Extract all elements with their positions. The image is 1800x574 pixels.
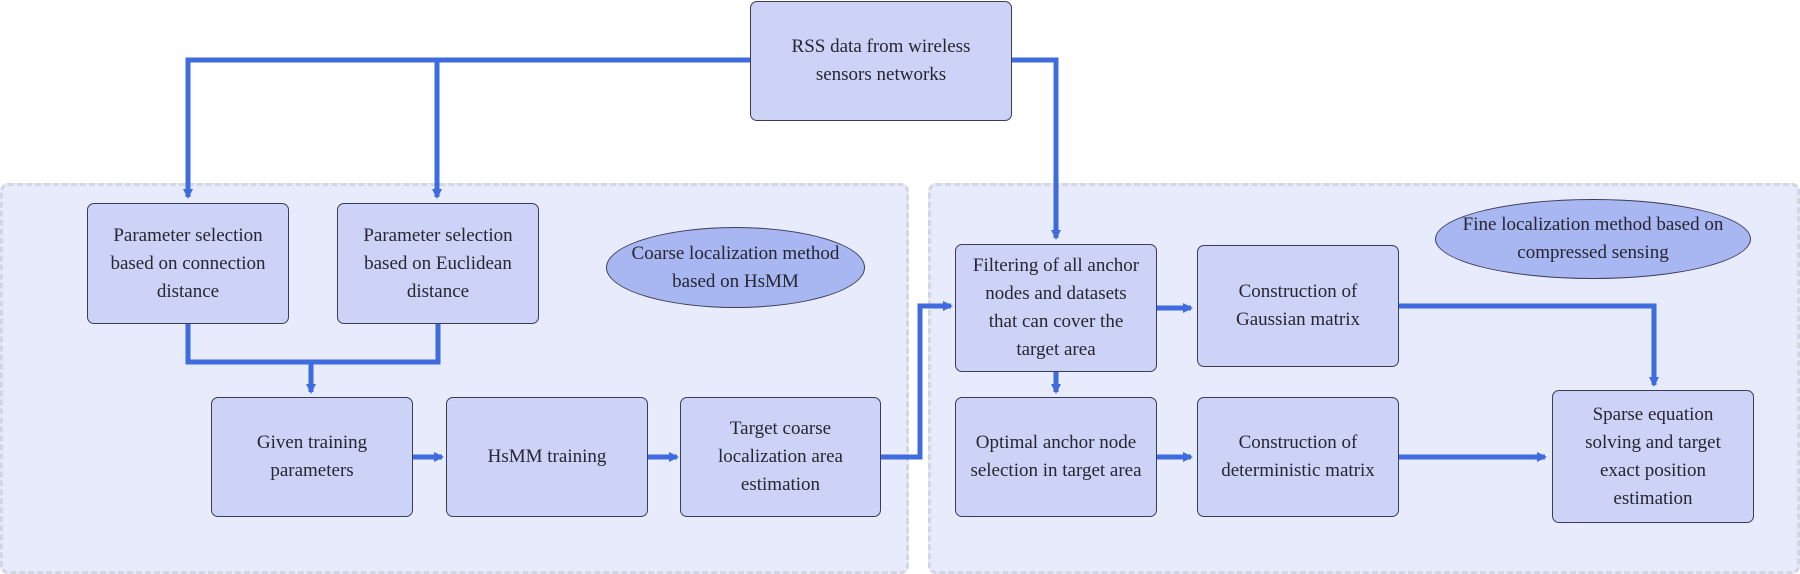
hsmm-training-label: HsMM training xyxy=(487,446,607,467)
fine-method-ellipse: Fine localization method based on compre… xyxy=(1435,199,1751,279)
given-training-box: Given training parameters xyxy=(211,397,413,517)
deterministic-label: Construction of deterministic matrix xyxy=(1221,432,1375,481)
param-connection-label: Parameter selection based on connection … xyxy=(110,224,266,302)
hsmm-training-box: HsMM training xyxy=(446,397,648,517)
deterministic-box: Construction of deterministic matrix xyxy=(1197,397,1399,517)
param-euclidean-label: Parameter selection based on Euclidean d… xyxy=(363,224,513,302)
coarse-method-label: Coarse localization method based on HsMM xyxy=(631,242,840,292)
rss-data-label: RSS data from wireless sensors networks xyxy=(791,36,971,85)
arrow-target-to-filtering xyxy=(881,301,953,460)
arrow-rss-to-filtering xyxy=(1012,57,1061,240)
given-training-label: Given training parameters xyxy=(256,432,368,481)
target-coarse-label: Target coarse localization area estimati… xyxy=(717,418,843,495)
arrow-params-to-given-training xyxy=(185,324,441,392)
sparse-equation-box: Sparse equation solving and target exact… xyxy=(1552,390,1754,523)
param-connection-box: Parameter selection based on connection … xyxy=(87,203,289,324)
optimal-anchor-box: Optimal anchor node selection in target … xyxy=(955,397,1157,517)
arrow-gaussian-to-sparse xyxy=(1399,303,1659,387)
coarse-method-ellipse: Coarse localization method based on HsMM xyxy=(606,227,865,308)
fine-method-label: Fine localization method based on compre… xyxy=(1462,214,1724,263)
param-euclidean-box: Parameter selection based on Euclidean d… xyxy=(337,203,539,324)
filtering-label: Filtering of all anchor nodes and datase… xyxy=(972,255,1140,360)
target-coarse-box: Target coarse localization area estimati… xyxy=(680,397,881,517)
gaussian-label: Construction of Gaussian matrix xyxy=(1235,281,1360,330)
sparse-equation-label: Sparse equation solving and target exact… xyxy=(1585,403,1721,509)
rss-data-box: RSS data from wireless sensors networks xyxy=(750,1,1012,121)
filtering-box: Filtering of all anchor nodes and datase… xyxy=(955,244,1157,372)
arrow-rss-to-param-connection xyxy=(183,57,750,199)
optimal-anchor-label: Optimal anchor node selection in target … xyxy=(970,432,1142,481)
gaussian-box: Construction of Gaussian matrix xyxy=(1197,245,1399,367)
